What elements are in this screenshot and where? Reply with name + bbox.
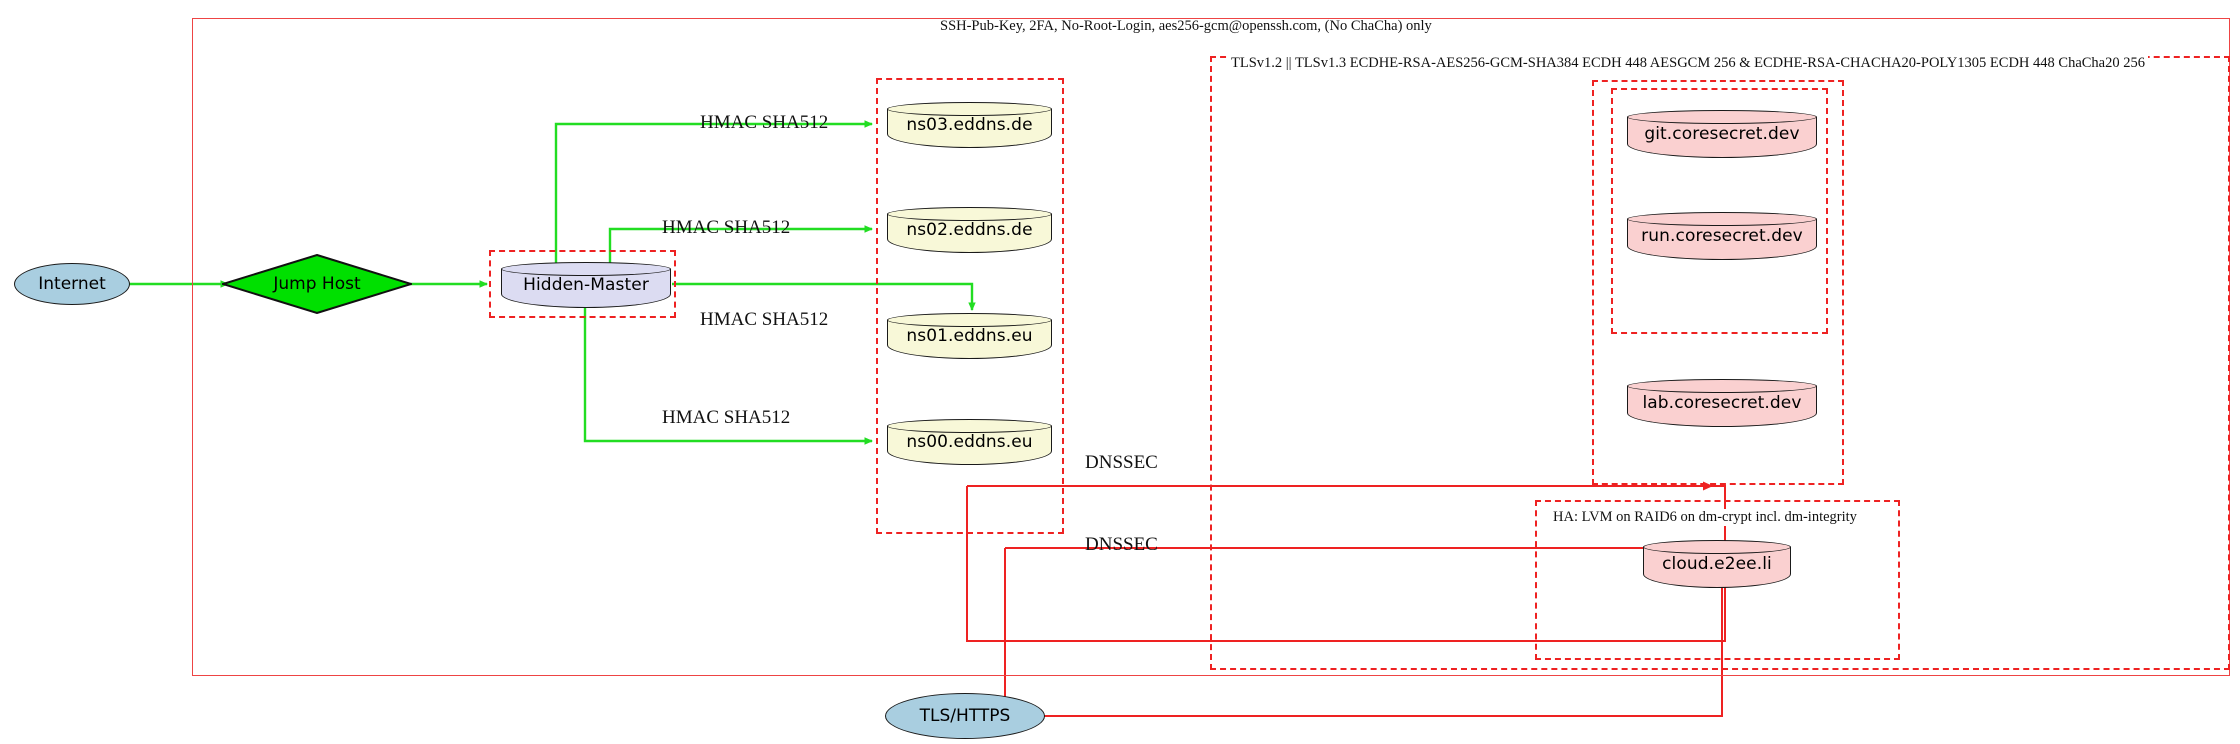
- node-ns00[interactable]: ns00.eddns.eu: [887, 419, 1052, 465]
- node-jump-host-label: Jump Host: [273, 274, 361, 294]
- label-ha-storage: HA: LVM on RAID6 on dm-crypt incl. dm-in…: [1550, 509, 1860, 526]
- node-run-coresecret[interactable]: run.coresecret.dev: [1627, 212, 1817, 260]
- node-ns03-label: ns03.eddns.de: [906, 115, 1033, 135]
- node-hidden-master-label: Hidden-Master: [523, 275, 649, 295]
- edge-label-dnssec-1: DNSSEC: [1085, 452, 1158, 473]
- node-git-coresecret[interactable]: git.coresecret.dev: [1627, 110, 1817, 158]
- node-git-coresecret-label: git.coresecret.dev: [1644, 124, 1800, 144]
- cylinder-top: [887, 207, 1052, 221]
- node-internet[interactable]: Internet: [14, 263, 130, 305]
- edge-label-dnssec-2: DNSSEC: [1085, 534, 1158, 555]
- zone-git-run: [1611, 88, 1828, 334]
- node-run-coresecret-label: run.coresecret.dev: [1641, 226, 1803, 246]
- zone-hidden-master: [489, 250, 676, 318]
- node-ns02[interactable]: ns02.eddns.de: [887, 207, 1052, 253]
- node-ns00-label: ns00.eddns.eu: [906, 432, 1033, 452]
- node-cloud-e2ee[interactable]: cloud.e2ee.li: [1643, 540, 1791, 588]
- diamond-icon: [222, 254, 412, 314]
- node-lab-coresecret[interactable]: lab.coresecret.dev: [1627, 379, 1817, 427]
- node-ns01[interactable]: ns01.eddns.eu: [887, 313, 1052, 359]
- zone-coresecret: [1592, 80, 1844, 485]
- cylinder-top: [501, 262, 671, 276]
- cylinder-top: [887, 102, 1052, 116]
- cylinder-top: [1627, 379, 1817, 393]
- node-ns02-label: ns02.eddns.de: [906, 220, 1033, 240]
- edge-label-hmac-ns01: HMAC SHA512: [700, 309, 829, 330]
- node-cloud-e2ee-label: cloud.e2ee.li: [1662, 554, 1772, 574]
- node-ns01-label: ns01.eddns.eu: [906, 326, 1033, 346]
- zone-dns-servers: [876, 78, 1064, 534]
- node-jump-host[interactable]: Jump Host: [222, 254, 412, 314]
- edge-label-hmac-ns03: HMAC SHA512: [700, 112, 829, 133]
- node-hidden-master[interactable]: Hidden-Master: [501, 262, 671, 308]
- label-tls-policy: TLSv1.2 || TLSv1.3 ECDHE-RSA-AES256-GCM-…: [1228, 55, 2148, 72]
- edge-label-hmac-ns00: HMAC SHA512: [662, 407, 791, 428]
- cylinder-top: [1643, 540, 1791, 554]
- label-ssh-policy: SSH-Pub-Key, 2FA, No-Root-Login, aes256-…: [940, 18, 1432, 34]
- cylinder-top: [1627, 110, 1817, 124]
- node-tls-https[interactable]: TLS/HTTPS: [885, 693, 1045, 739]
- edge-label-hmac-ns02: HMAC SHA512: [662, 217, 791, 238]
- cylinder-top: [1627, 212, 1817, 226]
- cylinder-top: [887, 419, 1052, 433]
- node-ns03[interactable]: ns03.eddns.de: [887, 102, 1052, 148]
- node-lab-coresecret-label: lab.coresecret.dev: [1642, 393, 1802, 413]
- cylinder-top: [887, 313, 1052, 327]
- zone-ha-storage: [1535, 500, 1900, 660]
